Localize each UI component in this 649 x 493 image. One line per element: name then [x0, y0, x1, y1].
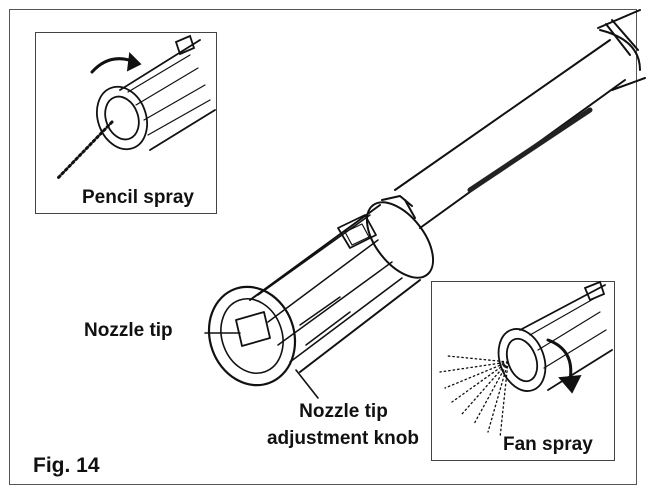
nozzle-barrel	[249, 204, 421, 373]
pencil-jet	[56, 120, 114, 180]
figure-label: Fig. 14	[33, 454, 100, 477]
fan-rotate-arrow	[546, 338, 573, 382]
fan-spray-jets	[439, 355, 509, 439]
wand-handle	[597, 9, 646, 91]
nozzle-tip	[235, 311, 271, 347]
pencil-spray-inset	[35, 32, 217, 214]
nozzle-tip-label: Nozzle tip	[84, 320, 173, 341]
knob-leader	[295, 369, 319, 399]
adjustment-knob-label-line1: Nozzle tip	[299, 401, 388, 422]
adjustment-knob-label-line2: adjustment knob	[266, 428, 419, 449]
figure-frame	[9, 9, 637, 485]
fan-spray-caption: Fan spray	[503, 434, 593, 455]
pencil-spray-caption: Pencil spray	[82, 187, 194, 208]
nozzle-front-ring	[207, 285, 297, 387]
fan-spray-inset	[431, 281, 615, 461]
